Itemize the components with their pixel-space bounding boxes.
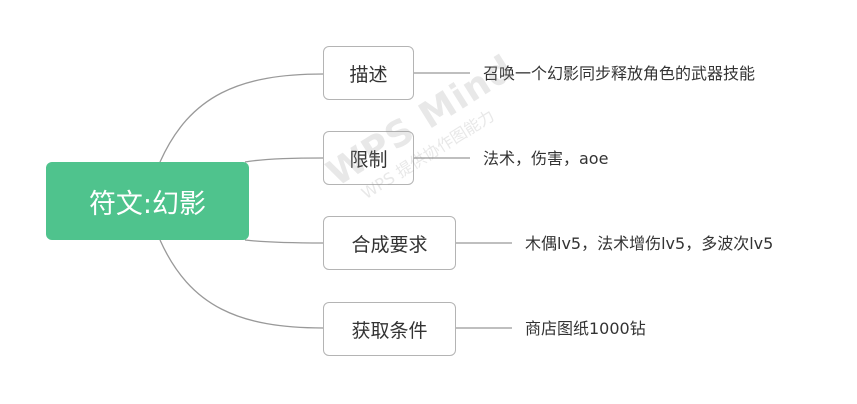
branch-label: 描述 <box>349 63 388 86</box>
connector-root-describe <box>159 73 324 163</box>
connector-root-limit <box>244 157 324 163</box>
branch-node-requirement[interactable]: 合成要求 <box>323 216 456 270</box>
leaf-node-describe-detail[interactable]: 召唤一个幻影同步释放角色的武器技能 <box>483 64 756 83</box>
leaf-node-limit-detail[interactable]: 法术，伤害，aoe <box>483 149 609 168</box>
branch-node-condition[interactable]: 获取条件 <box>323 302 456 356</box>
root-node[interactable]: 符文:幻影 <box>46 162 249 240</box>
leaf-node-condition-detail[interactable]: 商店图纸1000钻 <box>525 319 646 338</box>
root-node-label: 符文:幻影 <box>88 188 207 220</box>
branch-label: 获取条件 <box>351 319 428 342</box>
leaf-node-requirement-detail[interactable]: 木偶lv5，法术增伤lv5，多波次lv5 <box>525 234 774 253</box>
branch-node-describe[interactable]: 描述 <box>323 46 414 100</box>
connector-root-requirement <box>244 239 324 244</box>
connector-root-condition <box>159 239 324 329</box>
branch-node-limit[interactable]: 限制 <box>323 131 414 185</box>
branch-label: 限制 <box>349 148 388 171</box>
branch-label: 合成要求 <box>351 233 428 256</box>
